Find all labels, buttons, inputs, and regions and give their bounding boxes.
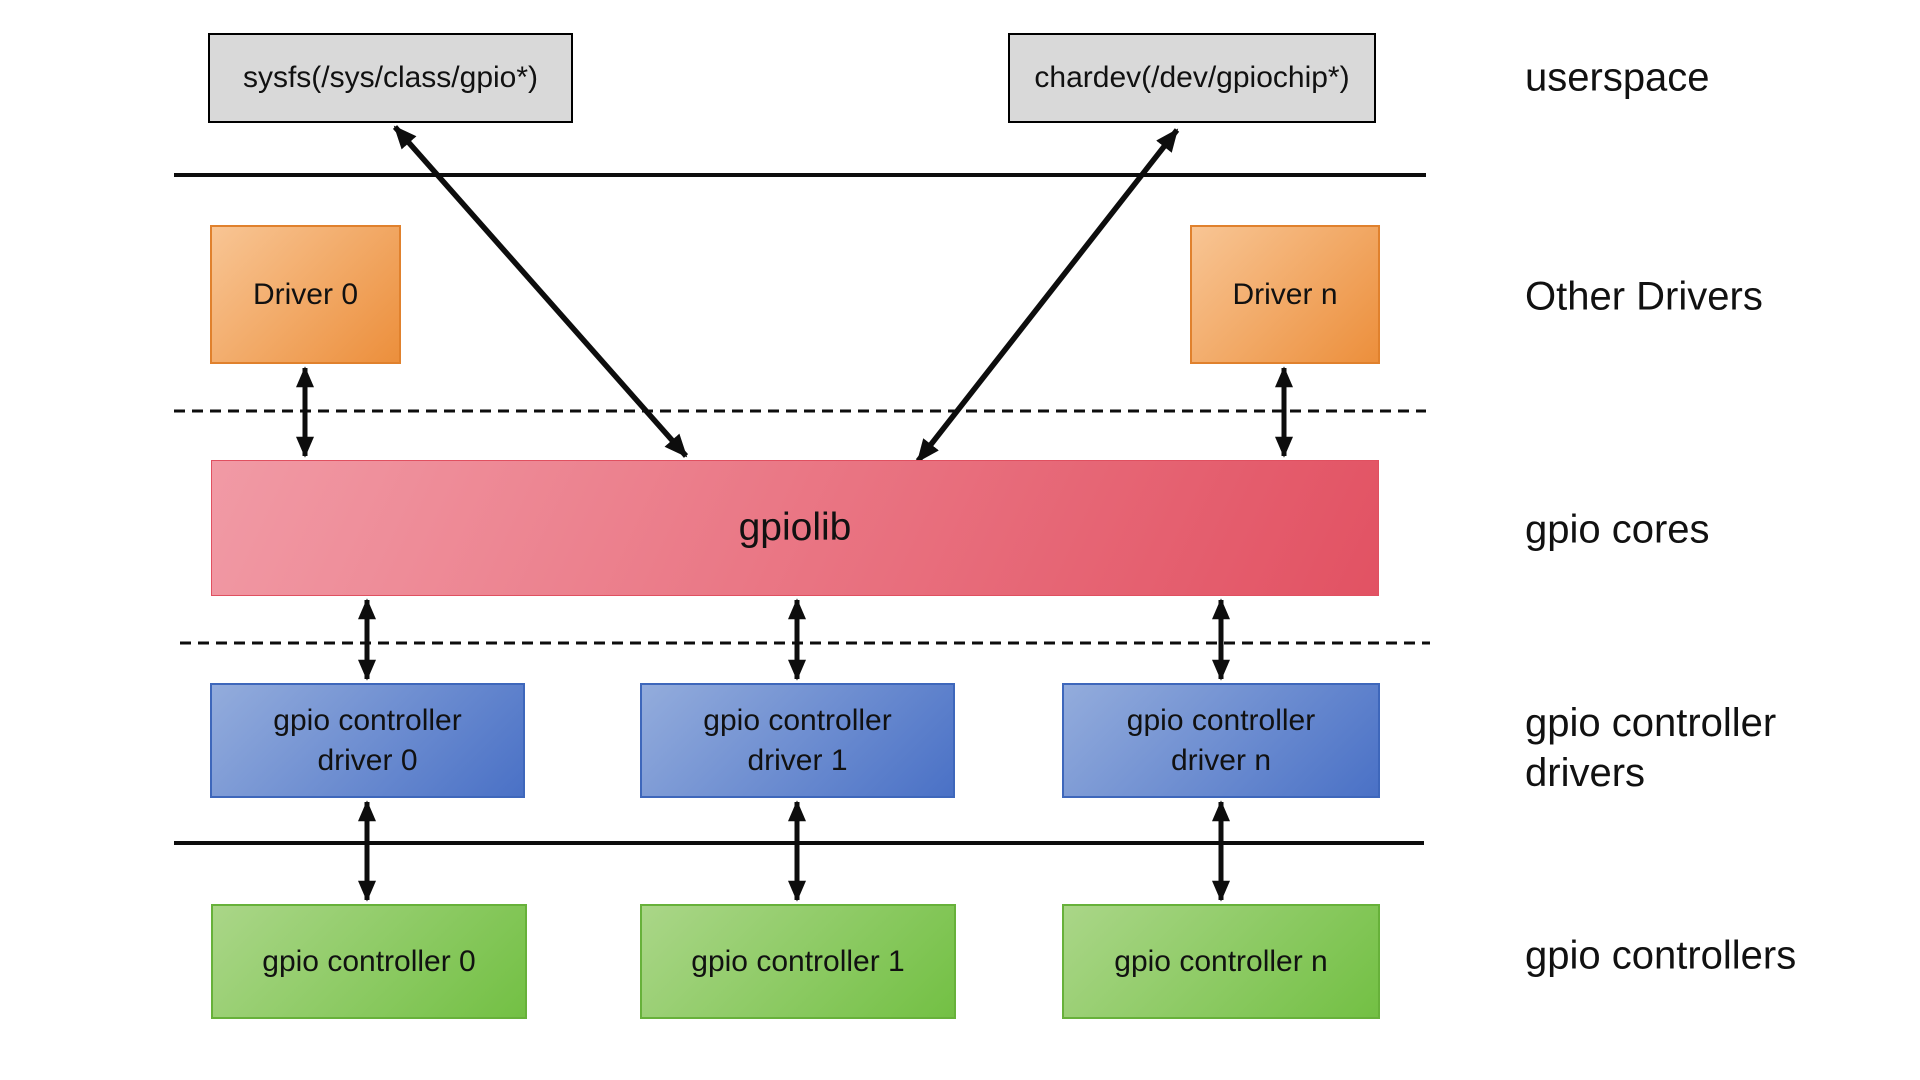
sysfs-box: sysfs(/sys/class/gpio*)	[208, 33, 573, 123]
chardev-box: chardev(/dev/gpiochip*)	[1008, 33, 1376, 123]
layer-label-userspace: userspace	[1525, 55, 1710, 100]
layer-label-other-drivers: Other Drivers	[1525, 274, 1763, 319]
gpio-controller-1-label: gpio controller 1	[691, 944, 905, 978]
chardev-box-label: chardev(/dev/gpiochip*)	[1034, 61, 1350, 94]
gpio-controller-driver-1-box: gpio controller driver 1	[640, 683, 955, 798]
layer-label-gpio-controller-drivers: gpio controller drivers	[1525, 701, 1777, 795]
gpiolib-box: gpiolib	[211, 460, 1379, 596]
driver-0-box-label: Driver 0	[252, 277, 358, 311]
arrow-sysfs-gpiolib	[392, 125, 689, 458]
gpio-controller-0-label: gpio controller 0	[262, 944, 476, 978]
gpio-controller-driver-n-line1: gpio controller	[1126, 703, 1316, 737]
arrow-chardev-gpiolib	[915, 128, 1180, 463]
sysfs-box-label: sysfs(/sys/class/gpio*)	[242, 61, 539, 94]
gpio-controller-driver-0-line2: driver 0	[317, 743, 418, 777]
gpio-controller-driver-0-line1: gpio controller	[273, 703, 462, 737]
gpio-controller-driver-n-line2: driver n	[1170, 743, 1272, 777]
gpio-controller-driver-n-box: gpio controller driver n	[1062, 683, 1380, 798]
driver-n-box: Driver n	[1190, 225, 1380, 364]
driver-0-box: Driver 0	[210, 225, 401, 364]
layer-label-gpio-controllers: gpio controllers	[1525, 933, 1797, 978]
gpio-controller-driver-1-line1: gpio controller	[703, 703, 892, 737]
gpio-controller-0-box: gpio controller 0	[211, 904, 527, 1019]
gpio-controller-driver-0-box: gpio controller driver 0	[210, 683, 525, 798]
gpio-controller-n-box: gpio controller n	[1062, 904, 1380, 1019]
driver-n-box-label: Driver n	[1232, 277, 1338, 311]
gpio-controller-n-label: gpio controller n	[1114, 944, 1328, 978]
gpiolib-box-label: gpiolib	[738, 506, 852, 549]
gpio-controller-driver-1-line2: driver 1	[747, 743, 848, 777]
layer-label-gpio-cores: gpio cores	[1525, 507, 1710, 552]
gpio-controller-1-box: gpio controller 1	[640, 904, 956, 1019]
